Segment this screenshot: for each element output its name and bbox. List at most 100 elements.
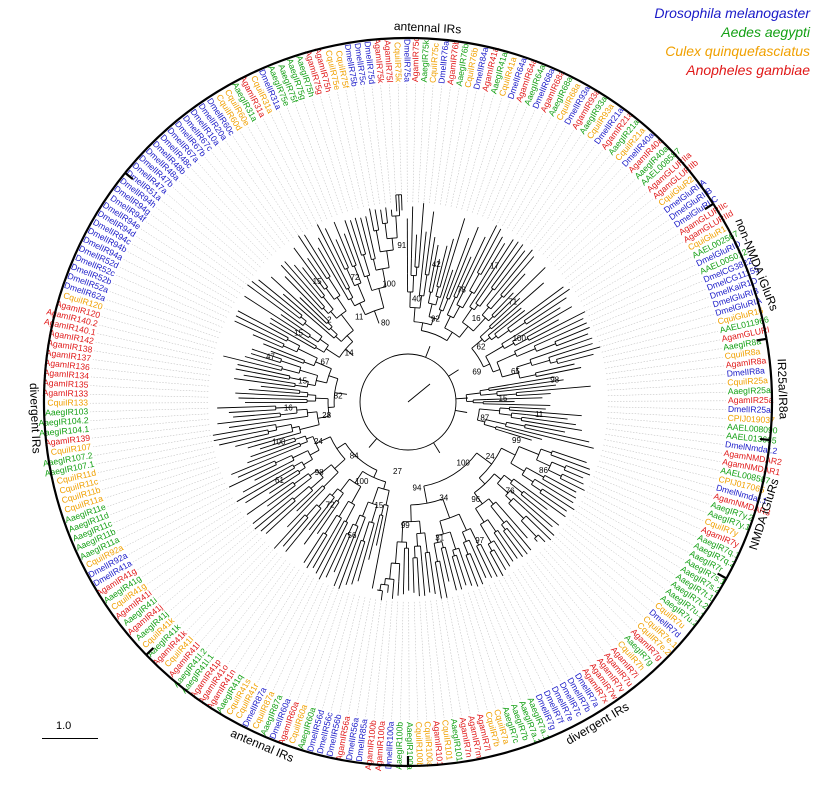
tree-branch xyxy=(524,427,590,443)
tree-branch xyxy=(307,394,316,396)
tree-branch xyxy=(510,446,520,464)
tree-branch xyxy=(328,375,339,380)
tree-branch xyxy=(508,502,525,519)
tree-branch xyxy=(548,351,566,358)
tree-branch xyxy=(315,361,332,370)
tree-branch xyxy=(237,364,290,377)
tree-branch xyxy=(441,269,454,301)
tree-branch xyxy=(361,253,366,256)
tree-branch xyxy=(521,420,582,431)
leaf-guide xyxy=(419,601,427,720)
leaf-guide xyxy=(193,549,274,637)
tree-branch xyxy=(339,341,354,358)
tree-branch xyxy=(536,459,551,467)
leaf-guide xyxy=(297,589,339,701)
tree-branch xyxy=(355,514,361,526)
tree-branch xyxy=(359,303,366,315)
tree-branch xyxy=(459,326,469,338)
tree-branch xyxy=(299,391,308,394)
tree-branch xyxy=(287,339,300,347)
leaf-guide xyxy=(303,101,343,214)
tree-branch xyxy=(391,587,394,599)
bootstrap-value: 100 xyxy=(382,280,396,289)
tree-branch xyxy=(522,500,553,528)
bootstrap-value: 15 xyxy=(374,501,383,510)
tree-branch xyxy=(420,545,423,562)
tree-branch xyxy=(346,335,354,343)
tree-branch xyxy=(455,397,468,400)
leaf-label: AgamIR8a xyxy=(725,355,767,370)
tree-branch xyxy=(375,230,381,252)
tree-branch xyxy=(445,237,470,299)
tree-branch xyxy=(391,238,394,251)
tree-branch xyxy=(228,409,276,413)
tree-branch xyxy=(296,485,323,512)
leaf-guide xyxy=(498,579,553,686)
tree-branch xyxy=(303,532,324,563)
bootstrap-value: 15 xyxy=(499,394,508,403)
tree-branch xyxy=(444,316,451,329)
leaf-guide xyxy=(598,305,712,342)
tree-branch xyxy=(335,239,349,268)
tree-branch xyxy=(306,504,318,517)
tree-branch xyxy=(505,425,518,430)
leaf-guide xyxy=(478,588,521,700)
leaf-guide xyxy=(456,93,486,208)
leaf-guide xyxy=(92,359,210,376)
tree-branch xyxy=(480,393,498,396)
tree-branch xyxy=(542,475,546,480)
leaf-label: AgamIR101 xyxy=(431,720,445,766)
tree-branch xyxy=(435,296,439,306)
tree-branch xyxy=(415,267,418,276)
tree-branch xyxy=(398,194,401,216)
tree-branch xyxy=(453,256,472,297)
leaf-guide xyxy=(242,572,305,674)
leaf-guide xyxy=(102,456,216,490)
tree-branch xyxy=(346,268,355,286)
tree-branch xyxy=(497,530,518,559)
bootstrap-value: 100 xyxy=(513,334,527,343)
bootstrap-value: 62 xyxy=(477,342,486,351)
leaf-guide xyxy=(508,574,569,677)
leaf-guide xyxy=(150,214,247,285)
tree-branch xyxy=(247,284,290,316)
tree-branch xyxy=(299,297,328,324)
leaf-label: AaegIR103 xyxy=(45,406,89,417)
tree-branch xyxy=(286,487,326,528)
tree-branch xyxy=(495,428,532,441)
bootstrap-value: 31 xyxy=(435,533,444,542)
leaf-guide xyxy=(526,562,598,658)
leaf-guide xyxy=(287,107,333,218)
leaf-guide xyxy=(109,291,221,333)
leaf-guide xyxy=(487,110,535,219)
leaf-guide xyxy=(594,289,706,332)
leaf-guide xyxy=(583,249,688,307)
tree-branch xyxy=(333,536,355,587)
leaf-label: CquiIR100a xyxy=(423,721,436,767)
tree-branch xyxy=(247,438,281,449)
tree-branch xyxy=(526,297,567,325)
leaf-label: AgamIR134 xyxy=(43,367,89,381)
tree-branch xyxy=(552,450,587,464)
tree-branch xyxy=(330,327,338,335)
tree-branch xyxy=(228,464,277,488)
leaf-guide xyxy=(507,125,567,229)
tree-branch xyxy=(433,543,438,562)
leaf-guide xyxy=(406,83,408,203)
tree-branch xyxy=(550,361,558,364)
tree-branch xyxy=(292,450,308,459)
leaf-guide xyxy=(607,400,727,402)
tree-branch xyxy=(357,543,369,582)
tree-branch xyxy=(477,228,502,273)
tree-branch xyxy=(462,308,473,323)
leaf-guide xyxy=(365,600,382,718)
leaf-guide xyxy=(90,385,209,392)
tree-branch xyxy=(386,237,398,240)
leaf-guide xyxy=(593,476,704,521)
tree-branch xyxy=(489,551,504,577)
leaf-guide xyxy=(400,601,404,720)
leaf-guide xyxy=(328,93,359,209)
tree-branch xyxy=(385,490,390,506)
tree-branch xyxy=(494,473,502,480)
tree-branch xyxy=(386,250,390,268)
